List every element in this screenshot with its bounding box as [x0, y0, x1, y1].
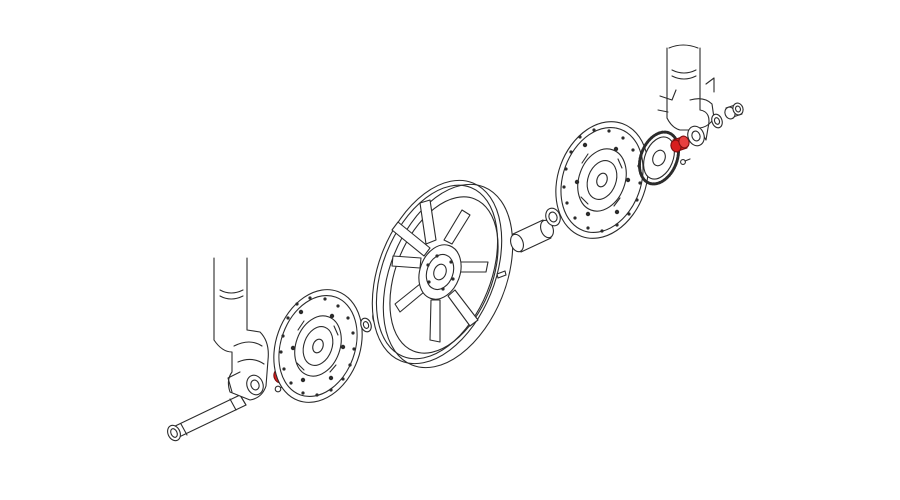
axle-nut-washer[interactable] — [710, 113, 724, 130]
axle-nut[interactable] — [723, 102, 745, 121]
seal-left[interactable] — [359, 317, 373, 334]
fork-leg-left — [213, 257, 269, 401]
tone-ring-screw[interactable] — [680, 158, 691, 165]
front-wheel-rim[interactable] — [347, 161, 537, 386]
abs-tone-ring[interactable] — [632, 126, 686, 190]
wheel-axle[interactable] — [165, 394, 247, 443]
spacer-right-highlighted[interactable] — [669, 135, 691, 154]
brake-disc-left[interactable] — [259, 277, 378, 415]
bearing-spacer-tube[interactable] — [508, 218, 555, 253]
fork-leg-right — [657, 44, 715, 147]
brake-disc-right[interactable] — [540, 109, 664, 252]
